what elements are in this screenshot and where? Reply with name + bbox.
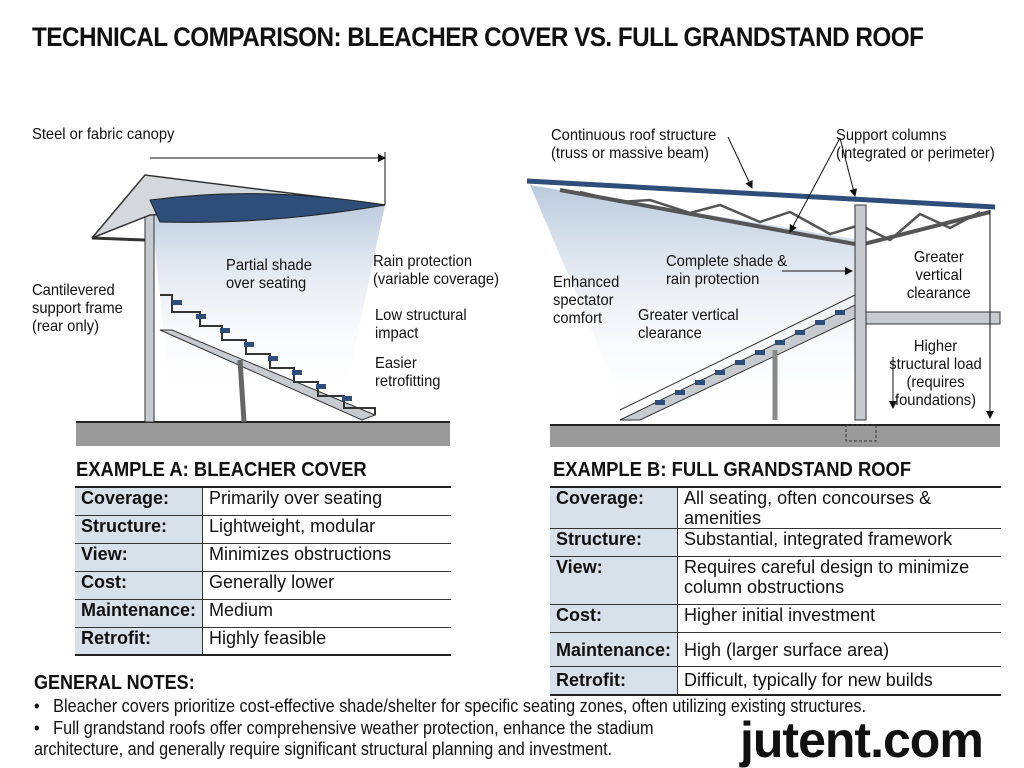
page-title: TECHNICAL COMPARISON: BLEACHER COVER VS.… xyxy=(32,22,924,52)
table-row: Structure:Substantial, integrated framew… xyxy=(550,528,1001,557)
table-row: Cost:Higher initial investment xyxy=(550,604,1001,633)
label-clearance-outer: Greater vertical clearance xyxy=(906,249,971,302)
watermark-logo: jutent.com xyxy=(740,712,984,768)
note-bullet-1: • Bleacher covers prioritize cost-effect… xyxy=(34,696,866,716)
row-value: Medium xyxy=(202,599,451,628)
table-row: Maintenance:High (larger surface area) xyxy=(550,632,1001,667)
row-value: Minimizes obstructions xyxy=(202,543,451,572)
note-text: Full grandstand roofs offer comprehensiv… xyxy=(34,718,654,759)
row-value: Primarily over seating xyxy=(202,487,451,516)
label-rain-protection: Rain protection (variable coverage) xyxy=(373,253,499,288)
diagram-b-grandstand-roof xyxy=(526,136,1001,447)
table-row: Coverage:All seating, often concourses &… xyxy=(550,487,1001,529)
row-key: Maintenance: xyxy=(550,632,679,667)
note-bullet-2: • Full grandstand roofs offer comprehens… xyxy=(34,718,654,759)
label-retrofit: Easier retrofitting xyxy=(375,355,441,390)
row-key: Maintenance: xyxy=(75,599,204,628)
row-key: Cost: xyxy=(75,571,204,600)
table-row: Maintenance:Medium xyxy=(75,599,451,628)
label-support-frame: Cantilevered support frame (rear only) xyxy=(32,282,123,335)
diagrams xyxy=(76,136,1001,447)
label-comfort: Enhanced spectator comfort xyxy=(553,274,620,327)
row-value: Difficult, typically for new builds xyxy=(677,666,1001,695)
label-clearance-inner: Greater vertical clearance xyxy=(638,307,739,342)
row-key: Coverage: xyxy=(550,487,679,529)
row-key: Structure: xyxy=(550,528,679,557)
note-text: Bleacher covers prioritize cost-effectiv… xyxy=(53,696,866,716)
table-row: Retrofit:Highly feasible xyxy=(75,627,451,656)
row-value: Requires careful design to minimize colu… xyxy=(677,556,1001,605)
label-canopy: Steel or fabric canopy xyxy=(32,126,175,143)
label-complete-shade: Complete shade & rain protection xyxy=(666,253,788,288)
table-row: View:Requires careful design to minimize… xyxy=(550,556,1001,605)
row-key: View: xyxy=(75,543,204,572)
row-key: Retrofit: xyxy=(550,666,679,695)
table-b: Coverage:All seating, often concourses &… xyxy=(550,486,1001,696)
table-row: Coverage:Primarily over seating xyxy=(75,487,451,516)
row-value: Substantial, integrated framework xyxy=(677,528,1001,557)
row-value: Higher initial investment xyxy=(677,604,1001,633)
diagram-a-bleacher-cover xyxy=(76,152,450,446)
table-row: View:Minimizes obstructions xyxy=(75,543,451,572)
row-key: Retrofit: xyxy=(75,627,204,656)
label-roof-structure: Continuous roof structure (truss or mass… xyxy=(551,127,717,162)
row-value: Generally lower xyxy=(202,571,451,600)
notes-title: GENERAL NOTES: xyxy=(34,672,195,694)
label-structural-load: Higher structural load (requires foundat… xyxy=(889,338,982,409)
row-key: Cost: xyxy=(550,604,679,633)
row-value: Lightweight, modular xyxy=(202,515,451,544)
table-b-title: EXAMPLE B: FULL GRANDSTAND ROOF xyxy=(553,459,912,481)
row-value: All seating, often concourses & amenitie… xyxy=(677,487,1001,529)
table-a-title: EXAMPLE A: BLEACHER COVER xyxy=(76,459,367,481)
table-a: Coverage:Primarily over seating Structur… xyxy=(75,486,451,656)
table-row: Cost:Generally lower xyxy=(75,571,451,600)
row-value: High (larger surface area) xyxy=(677,632,1001,667)
row-key: Coverage: xyxy=(75,487,204,516)
row-value: Highly feasible xyxy=(202,627,451,656)
table-row: Retrofit:Difficult, typically for new bu… xyxy=(550,666,1001,695)
label-low-impact: Low structural impact xyxy=(375,307,467,342)
table-row: Structure:Lightweight, modular xyxy=(75,515,451,544)
row-key: View: xyxy=(550,556,679,605)
row-key: Structure: xyxy=(75,515,204,544)
label-support-columns: Support columns (integrated or perimeter… xyxy=(836,127,995,162)
label-partial-shade: Partial shade over seating xyxy=(226,257,312,292)
